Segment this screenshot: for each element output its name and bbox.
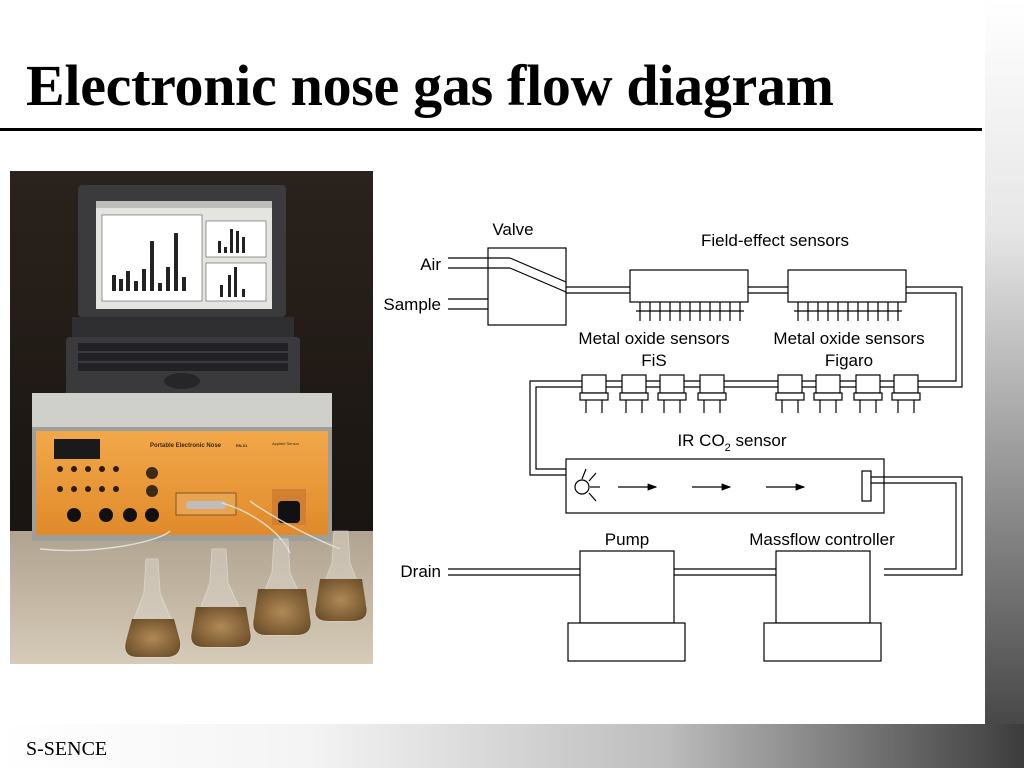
sample-label: Sample <box>383 295 441 314</box>
ir-source-icon <box>574 468 600 502</box>
field-effect-sensor-array-2 <box>787 269 907 303</box>
laptop <box>66 185 300 401</box>
field-effect-sensor-pins-2 <box>794 302 902 321</box>
massflow-controller-box <box>775 550 871 624</box>
metal-oxide-maker-1: FiS <box>641 351 667 370</box>
table-surface <box>10 531 373 664</box>
drain-label: Drain <box>400 562 441 581</box>
metal-oxide-sensors-fis <box>579 374 727 413</box>
field-effect-label: Field-effect sensors <box>701 231 849 250</box>
field-effect-sensor-array-1 <box>629 269 749 303</box>
ir-co2-sensor-label: IR CO2 sensor <box>677 431 786 454</box>
massflow-controller-base <box>763 622 882 662</box>
pump-base <box>567 622 686 662</box>
valve-label: Valve <box>492 220 533 239</box>
model-label: EN-01 <box>236 443 248 448</box>
return-pipe-right <box>906 286 963 388</box>
vendor-label: Applied Sensor <box>272 441 300 446</box>
air-label: Air <box>420 255 441 274</box>
metal-oxide-label-2: Metal oxide sensors <box>773 329 924 348</box>
massflow-label: Massflow controller <box>749 530 895 549</box>
metal-oxide-label-1: Metal oxide sensors <box>578 329 729 348</box>
gas-flow-diagram: Valve Air Sample Field-effect sensors Me… <box>383 220 963 662</box>
right-gradient-bar <box>985 0 1024 768</box>
return-pipe-lower <box>871 476 963 576</box>
valve-path <box>488 257 567 293</box>
pump-box <box>579 550 675 624</box>
sample-flasks <box>124 530 368 658</box>
sample-inlet-line <box>448 298 488 310</box>
footer-gradient-bar <box>0 724 1024 768</box>
device-photo: Portable Electronic Nose EN-01 Applied S… <box>10 171 373 664</box>
metal-oxide-maker-2: Figaro <box>825 351 873 370</box>
ir-detector <box>861 470 872 502</box>
field-effect-sensor-pins-1 <box>636 302 744 321</box>
air-inlet-line <box>448 257 488 269</box>
device-label: Portable Electronic Nose <box>150 443 222 449</box>
ir-co2-sensor-chamber <box>565 458 885 514</box>
instrument: Portable Electronic Nose EN-01 Applied S… <box>32 393 332 541</box>
instrument-display <box>54 439 100 459</box>
metal-oxide-sensors-figaro <box>775 374 921 413</box>
title-divider <box>0 128 982 131</box>
pump-label: Pump <box>605 530 649 549</box>
drain-outlet-line <box>448 568 580 576</box>
slide-title: Electronic nose gas flow diagram <box>26 53 834 118</box>
footer-label: S-SENCE <box>26 738 108 760</box>
